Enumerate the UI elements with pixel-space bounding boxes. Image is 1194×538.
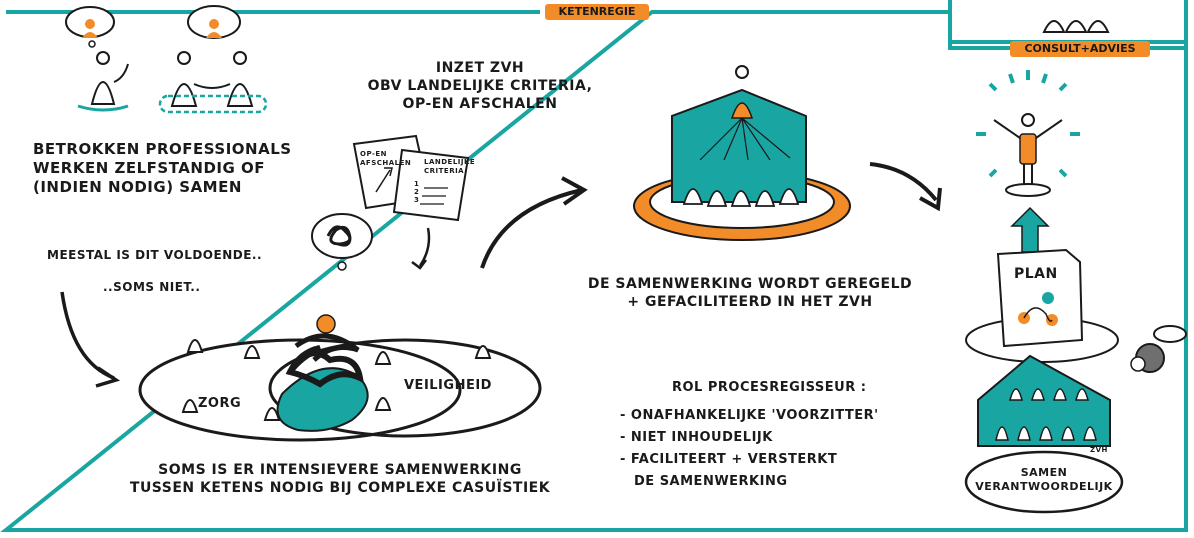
collaborating-pair-icon: [158, 5, 268, 114]
arrow-to-person: [869, 162, 938, 202]
samenwerking-line-2: + GEFACILITEERD IN HET ZVH: [627, 293, 873, 310]
criteria-papers-icon: [352, 134, 470, 222]
professionals-line-2: WERKEN ZELFSTANDIG OF: [33, 159, 266, 178]
empowered-person-icon: [976, 70, 1080, 197]
meestal-text: MEESTAL IS DIT VOLDOENDE..: [47, 248, 263, 262]
paper-list-item-2: 2: [414, 188, 420, 196]
inzet-line-3: OP-EN AFSCHALEN: [402, 95, 558, 112]
consult-advies-tag: CONSULT+ADVIES: [1010, 41, 1150, 57]
samen-line-2: VERANTWOORDELIJK: [975, 480, 1113, 494]
plan-podium: [964, 248, 1124, 514]
samen-verantwoordelijk-text: SAMEN VERANTWOORDELIJK: [974, 466, 1114, 494]
paper-criteria-list: 1 2 3: [414, 180, 419, 204]
professionals-line-3: (INDIEN NODIG) SAMEN: [33, 178, 242, 197]
up-arrow: [1010, 206, 1050, 253]
rol-item-4: DE SAMENWERKING: [634, 474, 788, 490]
rol-item-1: - ONAFHANKELIJKE 'VOORZITTER': [620, 408, 879, 423]
soms-intensiever-text: SOMS IS ER INTENSIEVERE SAMENWERKING TUS…: [110, 462, 570, 498]
inzet-text: INZET ZVH OBV LANDELIJKE CRITERIA, OP-EN…: [360, 60, 600, 114]
rol-title: ROL PROCESREGISSEUR :: [672, 380, 867, 395]
paper-afschalen-label: OP-EN AFSCHALEN: [360, 150, 411, 168]
inzet-line-1: INZET ZVH: [435, 60, 525, 76]
samenwerking-text: DE SAMENWERKING WORDT GEREGELD + GEFACIL…: [580, 276, 920, 312]
zorg-label: ZORG: [198, 396, 242, 411]
soms-line-2: TUSSEN KETENS NODIG BIJ COMPLEXE CASUÏST…: [129, 479, 551, 496]
rol-list: - ONAFHANKELIJKE 'VOORZITTER' - NIET INH…: [620, 405, 879, 493]
veiligheid-label: VEILIGHEID: [404, 378, 492, 393]
paper-afschalen-line-1: OP-EN: [360, 150, 388, 158]
paper-list-item-1: 1: [414, 180, 420, 188]
side-tools-icon: [1130, 325, 1187, 373]
soms-niet-text: ..SOMS NIET..: [103, 280, 201, 294]
rol-item-3: - FACILITEERT + VERSTERKT: [620, 452, 838, 468]
papers-down-arrow: [411, 227, 431, 270]
paper-list-item-3: 3: [414, 196, 420, 204]
plan-label: PLAN: [1014, 266, 1058, 282]
paper-criteria-line-2: CRITERIA: [424, 166, 465, 175]
tangle-thought-icon: [311, 213, 373, 271]
soms-line-1: SOMS IS ER INTENSIEVERE SAMENWERKING: [158, 462, 522, 478]
paper-criteria-label: LANDELIJKE CRITERIA: [424, 158, 475, 176]
professionals-text: BETROKKEN PROFESSIONALS WERKEN ZELFSTAND…: [33, 140, 292, 198]
consult-people-icon: [1042, 20, 1110, 33]
venn-diagram: [138, 314, 542, 442]
samenwerking-line-1: DE SAMENWERKING WORDT GEREGELD: [587, 276, 913, 292]
round-table-dome: [633, 65, 851, 241]
paper-afschalen-line-2: AFSCHALEN: [360, 158, 412, 167]
curve-arrow-left: [60, 291, 115, 380]
thinking-person-icon: [65, 6, 129, 112]
inzet-line-2: OBV LANDELIJKE CRITERIA,: [367, 77, 593, 94]
ketenregie-tag: KETENREGIE: [545, 4, 649, 20]
samen-line-1: SAMEN: [1020, 466, 1068, 479]
arrow-to-dome: [480, 188, 583, 269]
zvh-badge: ZVH: [1090, 446, 1108, 454]
rol-item-2: - NIET INHOUDELIJK: [620, 430, 773, 446]
paper-criteria-line-1: LANDELIJKE: [424, 158, 476, 166]
professionals-line-1: BETROKKEN PROFESSIONALS: [33, 140, 292, 158]
